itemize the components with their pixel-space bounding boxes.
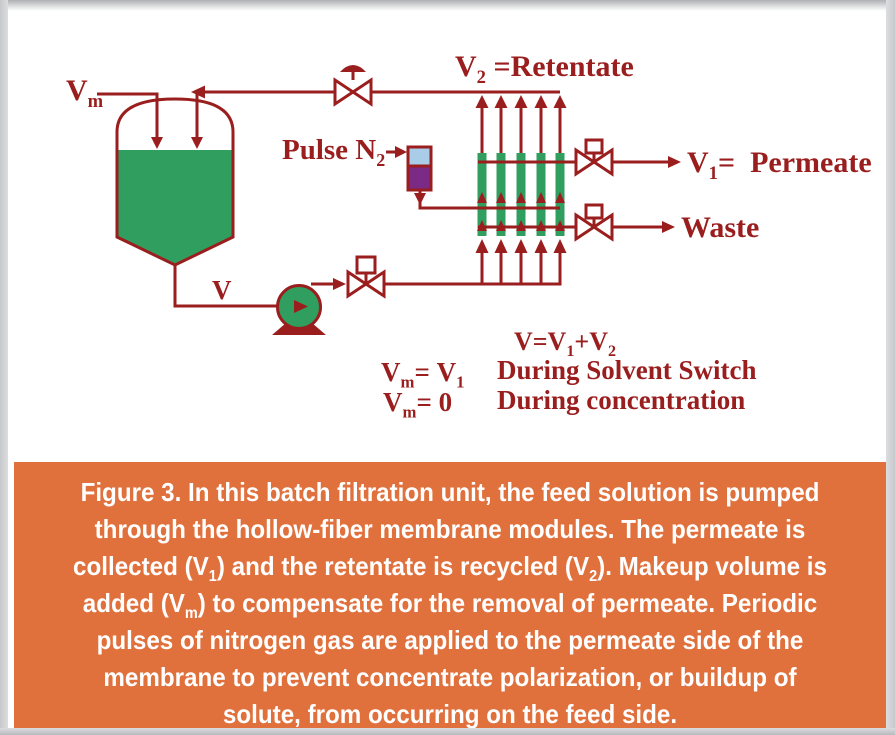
flow-arrow [662,221,675,233]
figure-caption: Figure 3. In this batch filtration unit,… [14,462,886,729]
pump-valve-icon [346,255,386,299]
retentate-return-line [191,85,560,149]
pulse-device-icon [386,145,560,210]
flow-arrow [191,85,205,99]
waste-label: Waste [681,211,760,244]
retentate-label: V2 =Retentate [455,50,634,89]
flow-arrow [333,278,346,290]
filtration-diagram [97,65,681,335]
permeate-valve-icon [574,138,614,177]
waste-valve-icon [574,203,614,242]
flow-arrow [151,137,163,149]
pump-icon [272,284,326,335]
flow-arrow [294,300,308,313]
eq-concentration-lhs: Vm= 0 [383,387,453,422]
feed-volume-label: V [212,275,232,305]
page-edge-bottom [0,728,895,735]
flow-arrow [668,156,681,168]
eq-solvent-switch-lhs: Vm= V1 [381,357,465,392]
flow-arrow [414,193,426,205]
flow-arrow [191,137,203,149]
eq-total-label: V=V1+V2 [513,327,617,361]
caption-line: collected (V1) and the retentate is recy… [73,551,827,586]
caption-line: solute, from occurring on the feed side. [222,699,678,729]
caption-line: pulses of nitrogen gas are applied to th… [96,625,804,655]
page-edge-top [0,0,895,11]
caption-line: through the hollow-fiber membrane module… [94,514,806,544]
tank-liquid [117,150,233,265]
eq-solvent-switch-rhs: During Solvent Switch [497,355,757,385]
page-edge-left [0,0,8,735]
feed-tank [115,97,235,267]
permeate-line [478,156,681,168]
feed-line [173,264,294,308]
caption-line: membrane to prevent concentrate polariza… [103,662,797,692]
feed-header-line [311,239,567,290]
makeup-inlet-line [97,92,163,149]
pulse-n2-label: Pulse N2 [282,134,386,170]
tank-outline [115,97,235,267]
caption-line: added (Vm) to compensate for the removal… [82,588,818,623]
retentate-riser-lines [475,95,567,153]
flow-arrow [395,146,407,158]
module-flow-arrows [477,192,565,231]
page-edge-right [886,0,895,735]
makeup-volume-label: Vm [66,74,104,113]
eq-concentration-rhs: During concentration [497,385,746,415]
caption-line: Figure 3. In this batch filtration unit,… [80,477,820,507]
permeate-label: V1= Permeate [687,146,872,185]
retentate-valve-icon [333,65,373,107]
